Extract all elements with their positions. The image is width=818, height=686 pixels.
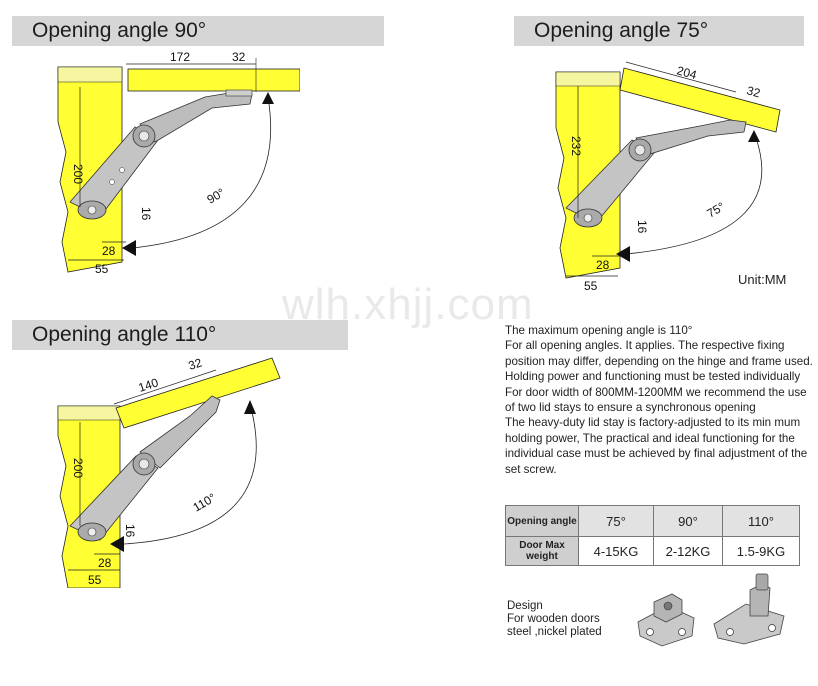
table-cell: 90° bbox=[653, 505, 723, 537]
arrow-left-icon bbox=[616, 246, 630, 262]
dim-55: 55 bbox=[95, 262, 109, 276]
description-line: The heavy-duty lid stay is factory-adjus… bbox=[505, 416, 808, 476]
dim-28: 28 bbox=[98, 556, 112, 570]
diagram-opening-90: 172 32 200 16 28 55 90° bbox=[57, 52, 300, 276]
lid-panel bbox=[619, 67, 781, 133]
design-line: steel ,nickel plated bbox=[507, 626, 602, 638]
dim-16: 16 bbox=[123, 524, 137, 538]
arrow-left-icon bbox=[122, 240, 136, 256]
spec-table: Opening angle 75° 90° 110° Door Max weig… bbox=[505, 505, 800, 566]
dim-32: 32 bbox=[187, 356, 204, 373]
dim-16: 16 bbox=[139, 207, 153, 221]
angle-label-110: 110° bbox=[191, 490, 219, 514]
opening-arc bbox=[625, 137, 763, 255]
unit-label: Unit:MM bbox=[738, 272, 787, 287]
dim-232: 232 bbox=[569, 136, 583, 156]
dim-55: 55 bbox=[584, 279, 598, 293]
cabinet-side-panel bbox=[555, 71, 621, 279]
arrow-up-icon bbox=[748, 130, 760, 142]
lid-stay-mechanism bbox=[69, 89, 253, 220]
table-cell: 2-12KG bbox=[653, 536, 723, 566]
dim-200: 200 bbox=[71, 458, 85, 478]
lid-stay-mechanism bbox=[69, 395, 221, 542]
flat-bracket-image bbox=[637, 593, 695, 647]
dim-204: 204 bbox=[675, 63, 698, 82]
description-text: The maximum opening angle is 110° For al… bbox=[505, 323, 815, 477]
angle-label-90: 90° bbox=[205, 185, 228, 206]
table-cell: 75° bbox=[578, 505, 654, 537]
cabinet-side-panel bbox=[57, 405, 121, 588]
diagram-opening-75: 204 32 232 16 28 55 75° bbox=[555, 61, 781, 293]
angled-bracket-image bbox=[713, 573, 785, 645]
section-title-90: Opening angle 90° bbox=[12, 16, 384, 46]
lid-stay-mechanism bbox=[565, 119, 747, 228]
table-cell: 110° bbox=[722, 505, 800, 537]
opening-arc bbox=[123, 411, 257, 545]
table-row: Opening angle 75° 90° 110° bbox=[505, 505, 800, 537]
diagram-opening-110: 140 32 200 16 28 55 110° bbox=[57, 356, 281, 588]
arrow-up-icon bbox=[244, 400, 256, 414]
description-line: The maximum opening angle is 110° bbox=[505, 324, 693, 337]
row-header-max-weight: Door Max weight bbox=[505, 536, 579, 566]
dim-16: 16 bbox=[635, 220, 649, 234]
design-line: Design bbox=[507, 600, 543, 612]
table-cell: 4-15KG bbox=[578, 536, 654, 566]
dim-32: 32 bbox=[745, 83, 762, 100]
description-line: For all opening angles. It applies. The … bbox=[505, 339, 813, 384]
dim-28: 28 bbox=[596, 258, 610, 272]
opening-arc bbox=[131, 96, 272, 249]
angle-label-75: 75° bbox=[705, 199, 728, 220]
watermark: wlh.xhjj.com bbox=[282, 280, 534, 329]
lid-panel bbox=[115, 357, 281, 429]
dim-32: 32 bbox=[232, 52, 246, 64]
dim-172: 172 bbox=[170, 52, 190, 64]
arrow-left-icon bbox=[110, 536, 124, 552]
dim-140: 140 bbox=[137, 375, 161, 395]
description-line: For door width of 800MM-1200MM we recomm… bbox=[505, 385, 807, 415]
design-note: Design For wooden doors steel ,nickel pl… bbox=[507, 600, 602, 639]
lid-panel bbox=[127, 68, 300, 92]
design-line: For wooden doors bbox=[507, 613, 600, 625]
row-header-opening-angle: Opening angle bbox=[505, 505, 579, 537]
dim-200: 200 bbox=[71, 164, 85, 184]
section-title-110: Opening angle 110° bbox=[12, 320, 348, 350]
dim-55: 55 bbox=[88, 573, 102, 587]
dim-28: 28 bbox=[102, 244, 116, 258]
table-row: Door Max weight 4-15KG 2-12KG 1.5-9KG bbox=[505, 536, 800, 566]
section-title-75: Opening angle 75° bbox=[514, 16, 804, 46]
table-cell: 1.5-9KG bbox=[722, 536, 800, 566]
arrow-up-icon bbox=[262, 92, 274, 104]
